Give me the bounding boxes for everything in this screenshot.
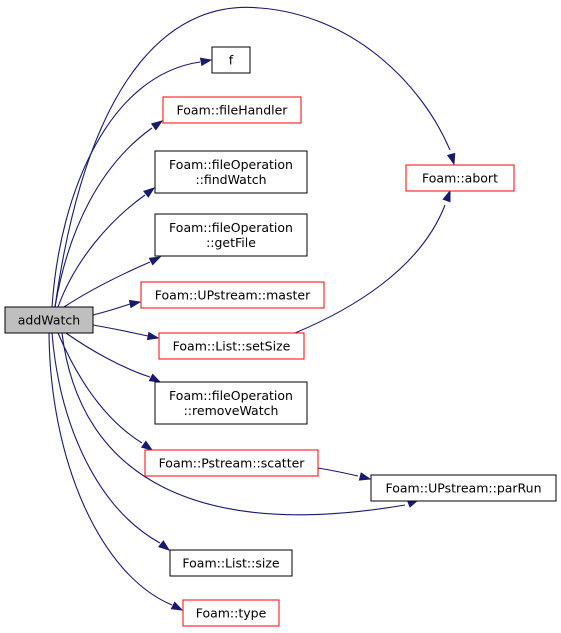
edge-line	[57, 332, 143, 444]
edge-addWatch-to-findWatch	[57, 187, 156, 308]
node-box	[154, 150, 308, 194]
node-label: f	[229, 53, 234, 68]
node-master[interactable]: Foam::UPstream::master	[140, 281, 325, 309]
node-label: Foam::fileOperation	[169, 220, 293, 235]
edge-addWatch-to-master	[92, 299, 142, 316]
node-label: Foam::fileHandler	[177, 103, 289, 118]
edge-addWatch-to-f	[51, 57, 213, 308]
node-box	[154, 381, 308, 425]
arrowhead	[158, 540, 171, 551]
arrowhead	[150, 120, 164, 131]
edge-addWatch-to-size	[51, 332, 171, 551]
edge-addWatch-to-scatter	[57, 332, 154, 451]
node-abort[interactable]: Foam::abort	[405, 164, 515, 192]
node-label: Foam::fileOperation	[169, 388, 293, 403]
edge-line	[54, 127, 153, 308]
edge-line	[54, 6, 451, 308]
edge-line	[92, 324, 149, 337]
arrowhead	[358, 472, 372, 481]
edge-addWatch-to-abort	[54, 6, 456, 308]
node-removeWatch[interactable]: Foam::fileOperation::removeWatch	[154, 381, 308, 425]
edge-addWatch-to-getFile	[63, 256, 162, 308]
node-findWatch[interactable]: Foam::fileOperation::findWatch	[154, 150, 308, 194]
edge-addWatch-to-fileHandler	[54, 120, 164, 308]
node-box	[4, 306, 94, 334]
edge-line	[92, 303, 131, 316]
arrowhead	[442, 189, 451, 203]
node-label: Foam::List::setSize	[173, 339, 291, 354]
node-f[interactable]: f	[211, 46, 251, 74]
edges-layer	[48, 6, 456, 611]
node-box	[144, 449, 319, 477]
node-label: addWatch	[18, 313, 80, 328]
node-type[interactable]: Foam::type	[182, 599, 280, 627]
node-label: Foam::UPstream::master	[155, 288, 311, 303]
arrowhead	[199, 57, 213, 67]
edge-line	[61, 332, 406, 516]
node-label: Foam::fileOperation	[169, 157, 293, 172]
arrowhead	[143, 187, 156, 198]
arrowhead	[146, 331, 160, 341]
node-label: Foam::abort	[422, 171, 498, 186]
node-label: Foam::Pstream::scatter	[159, 456, 306, 471]
node-addWatch[interactable]: addWatch	[4, 306, 94, 334]
edge-addWatch-to-removeWatch	[65, 332, 162, 383]
arrowhead	[148, 256, 162, 266]
node-box	[405, 164, 515, 192]
edge-line	[294, 204, 446, 334]
edge-line	[63, 261, 151, 308]
edge-line	[51, 332, 161, 544]
arrowhead	[148, 373, 162, 383]
arrowhead	[170, 601, 184, 611]
arrowhead	[128, 299, 142, 309]
node-box	[370, 474, 557, 502]
node-label: Foam::List::size	[182, 556, 279, 571]
arrowhead	[140, 440, 154, 451]
node-box	[211, 46, 251, 74]
node-setSize[interactable]: Foam::List::setSize	[158, 332, 305, 360]
node-box	[140, 281, 325, 309]
node-box	[169, 549, 293, 577]
edge-line	[51, 61, 201, 308]
edge-line	[48, 332, 173, 606]
node-fileHandler[interactable]: Foam::fileHandler	[162, 96, 302, 124]
node-size[interactable]: Foam::List::size	[169, 549, 293, 577]
edge-setSize-to-abort	[294, 189, 451, 334]
edge-addWatch-to-type	[48, 332, 184, 611]
arrowhead	[446, 152, 456, 166]
node-box	[182, 599, 280, 627]
node-scatter[interactable]: Foam::Pstream::scatter	[144, 449, 319, 477]
node-getFile[interactable]: Foam::fileOperation::getFile	[154, 213, 308, 257]
node-label: ::removeWatch	[184, 403, 279, 418]
edge-line	[317, 467, 359, 477]
edge-addWatch-to-setSize	[92, 324, 160, 341]
node-label: ::getFile	[206, 235, 256, 250]
nodes-layer: addWatch fFoam::fileHandlerFoam::fileOper…	[4, 46, 557, 627]
node-box	[162, 96, 302, 124]
node-box	[154, 213, 308, 257]
node-label: Foam::type	[196, 606, 267, 621]
node-label: ::findWatch	[195, 172, 266, 187]
node-box	[158, 332, 305, 360]
node-parRun[interactable]: Foam::UPstream::parRun	[370, 474, 557, 502]
edge-scatter-to-parRun	[317, 467, 372, 481]
edge-line	[65, 332, 151, 378]
node-label: Foam::UPstream::parRun	[385, 481, 541, 496]
edge-line	[57, 194, 146, 308]
